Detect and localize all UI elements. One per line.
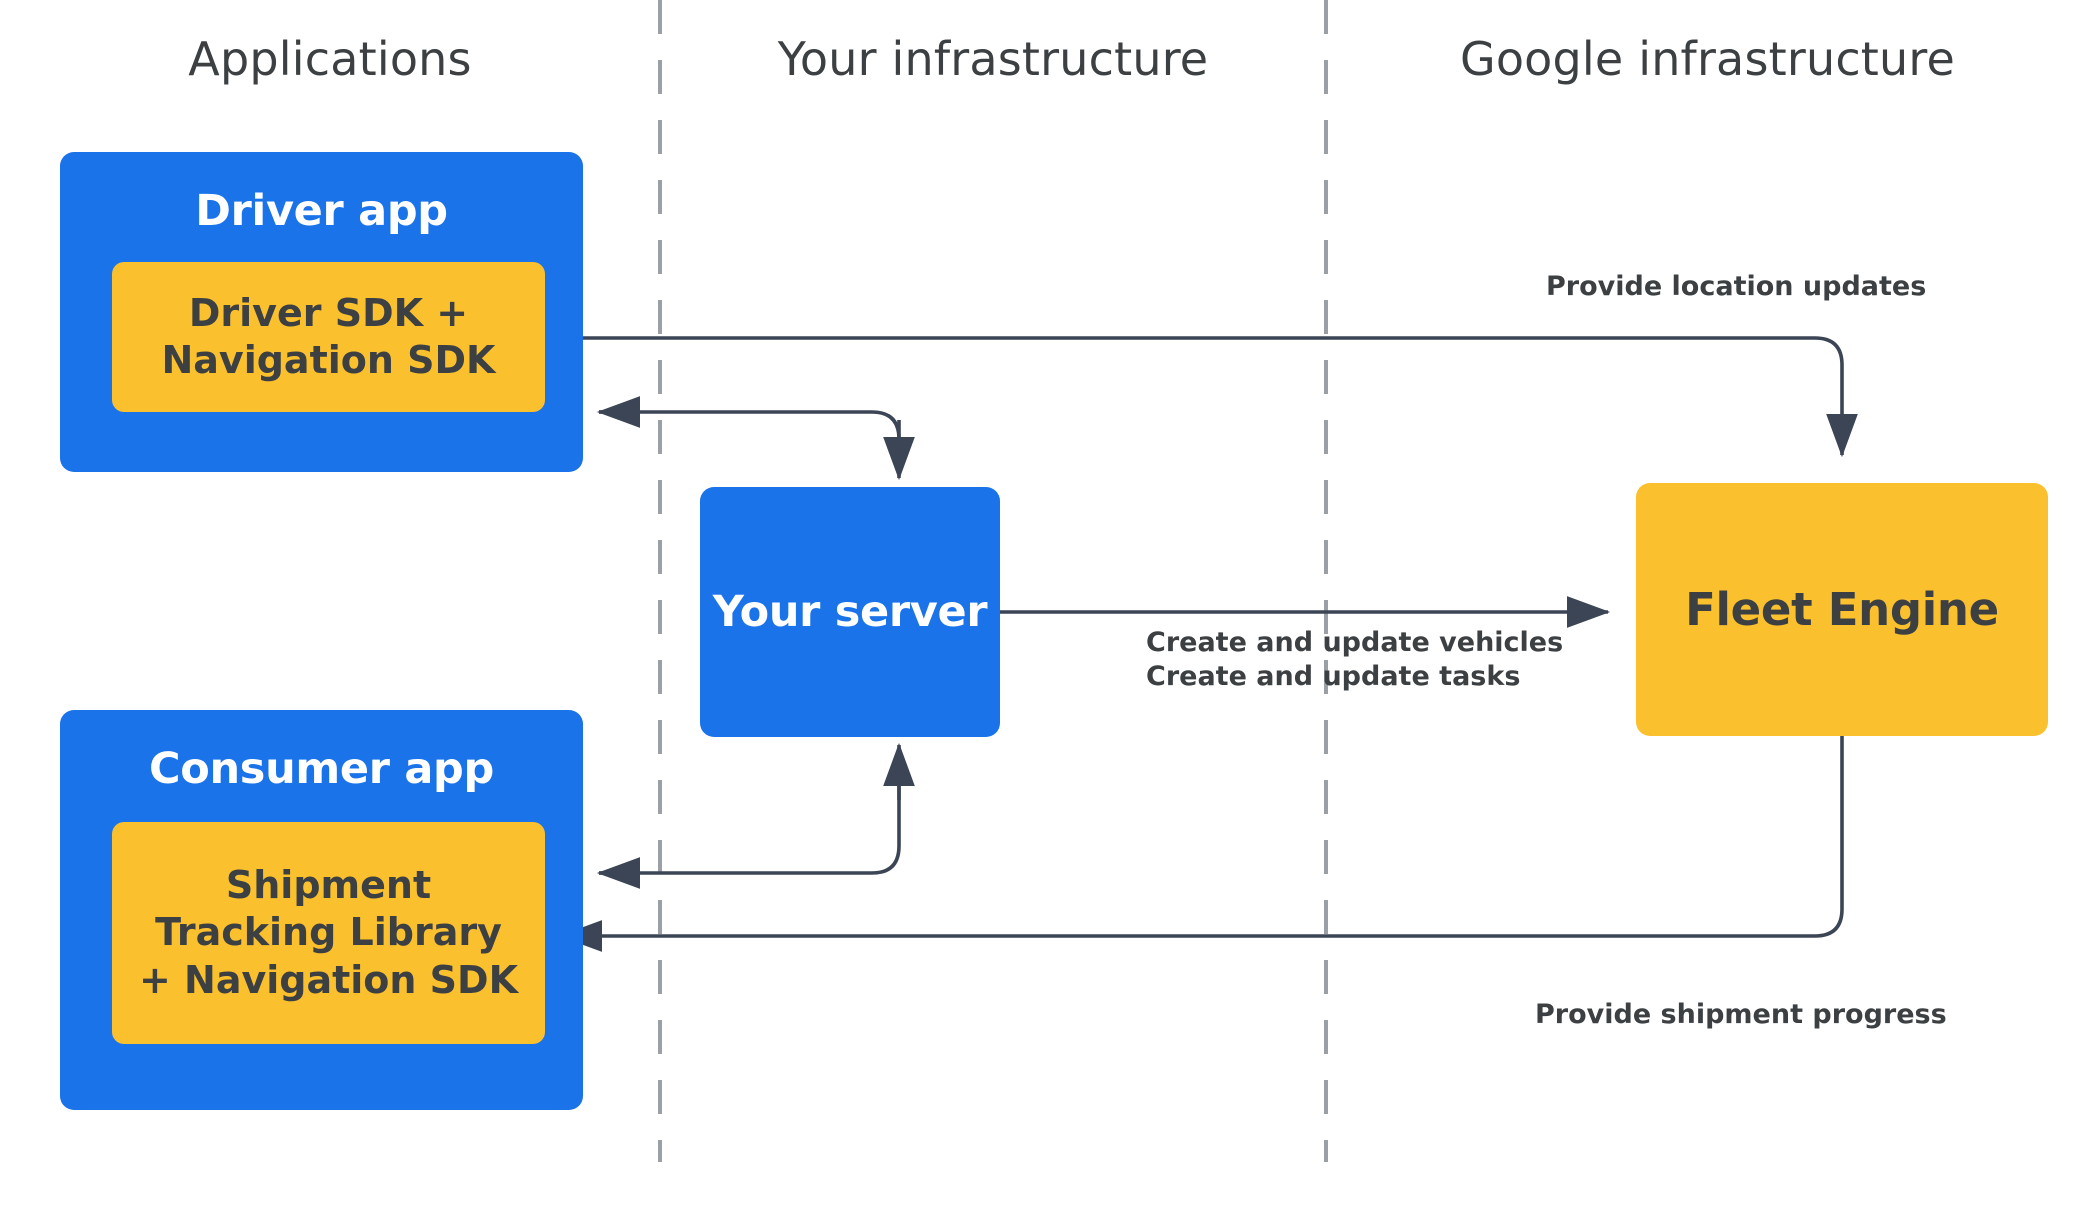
node-your-server[interactable]: Your server bbox=[700, 487, 1000, 737]
driver-sdk-label-line1: Driver SDK + bbox=[188, 290, 469, 335]
edge-path-shipment-progress bbox=[558, 736, 1844, 952]
consumer-sdk-label: Shipment Tracking Library + Navigation S… bbox=[139, 862, 518, 1003]
edge-path-location-updates bbox=[561, 336, 1858, 458]
consumer-sdk-label-line3: + Navigation SDK bbox=[138, 957, 519, 1002]
edge-label-location-updates: Provide location updates bbox=[1546, 271, 1927, 302]
edge-label-create-update-line2: Create and update tasks bbox=[1146, 661, 1521, 693]
node-driver-sdk[interactable]: Driver SDK + Navigation SDK bbox=[112, 262, 545, 412]
driver-sdk-label: Driver SDK + Navigation SDK bbox=[161, 290, 495, 384]
node-consumer-sdk[interactable]: Shipment Tracking Library + Navigation S… bbox=[112, 822, 545, 1044]
column-header-your-infrastructure: Your infrastructure bbox=[777, 32, 1209, 86]
edge-label-create-update-line1: Create and update vehicles bbox=[1146, 627, 1564, 658]
column-header-applications: Applications bbox=[188, 32, 472, 86]
consumer-sdk-label-line1: Shipment bbox=[225, 863, 432, 908]
fleet-engine-label: Fleet Engine bbox=[1685, 583, 1999, 636]
edge-label-shipment-progress: Provide shipment progress bbox=[1535, 999, 1947, 1030]
column-header-google-infrastructure: Google infrastructure bbox=[1459, 32, 1956, 86]
node-fleet-engine[interactable]: Fleet Engine bbox=[1636, 483, 2048, 736]
node-driver-app[interactable]: Driver app Driver SDK + Navigation SDK bbox=[60, 152, 583, 472]
node-consumer-app[interactable]: Consumer app Shipment Tracking Library +… bbox=[60, 710, 583, 1110]
edge-label-create-update: Create and update vehicles Create and up… bbox=[1146, 626, 1563, 694]
consumer-sdk-label-line2: Tracking Library bbox=[155, 910, 502, 955]
your-server-label: Your server bbox=[712, 587, 988, 637]
driver-app-title: Driver app bbox=[195, 186, 448, 236]
driver-sdk-label-line2: Navigation SDK bbox=[161, 338, 496, 382]
consumer-app-title: Consumer app bbox=[148, 744, 495, 794]
edge-path-consumer-to-server bbox=[599, 775, 901, 875]
edge-path-server-to-driver bbox=[599, 410, 901, 460]
